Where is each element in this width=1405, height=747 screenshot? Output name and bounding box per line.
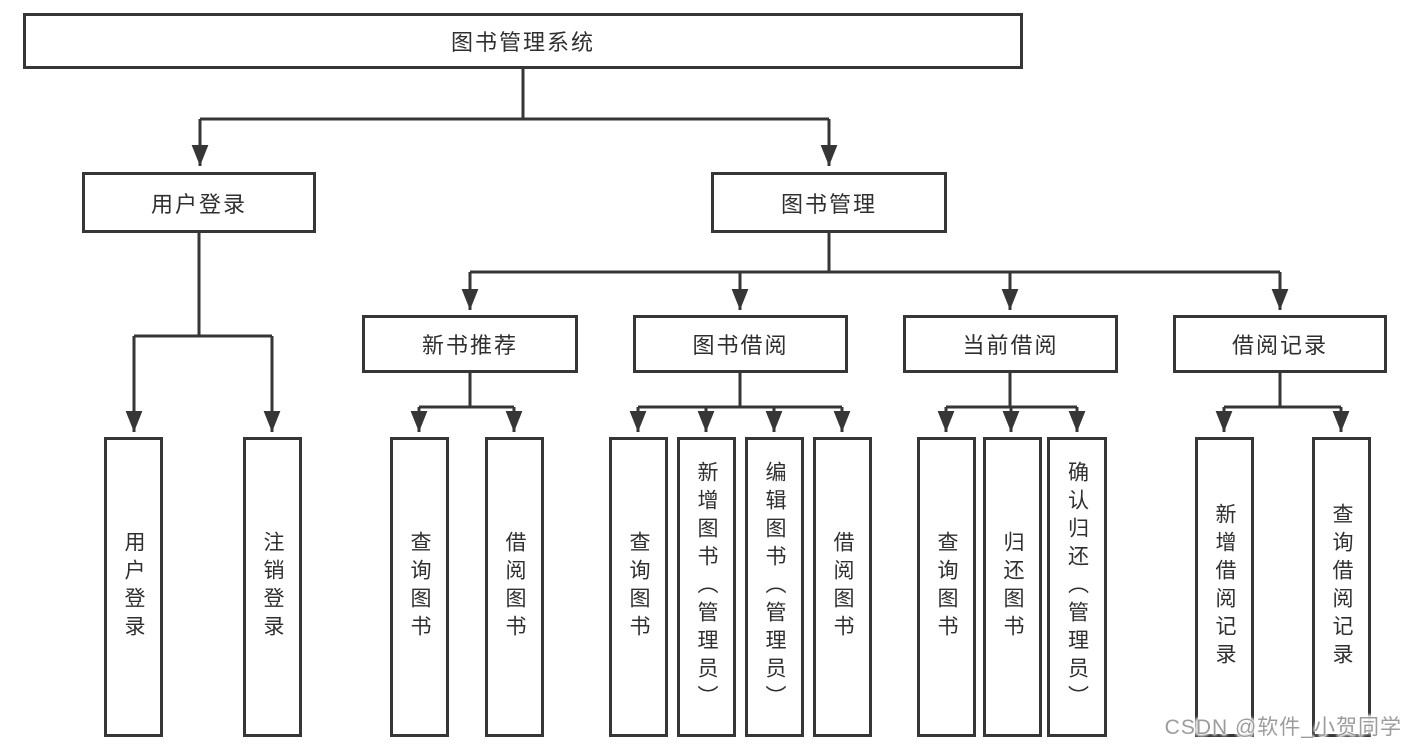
node-leaf-query-books-borrowing: 查询图书 — [609, 437, 668, 737]
node-book-borrowing: 图书借阅 — [633, 315, 848, 373]
node-label: 归还图书 — [1001, 531, 1024, 643]
node-label: 新增借阅记录 — [1213, 503, 1236, 671]
node-leaf-edit-books-admin: 编辑图书（管理员） — [745, 437, 804, 737]
node-leaf-query-borrow-record: 查询借阅记录 — [1312, 437, 1371, 737]
node-label: 图书管理系统 — [450, 30, 595, 55]
node-label: 查询图书 — [935, 531, 958, 643]
node-leaf-user-login: 用户登录 — [104, 437, 163, 737]
node-leaf-query-books-recommend: 查询图书 — [390, 437, 449, 737]
node-label: 查询图书 — [627, 531, 650, 643]
node-leaf-borrow-books: 借阅图书 — [813, 437, 872, 737]
node-label: 用户登录 — [122, 531, 145, 643]
node-leaf-return-books: 归还图书 — [983, 437, 1042, 737]
node-label: 借阅图书 — [831, 531, 854, 643]
node-label: 查询图书 — [408, 531, 431, 643]
node-label: 图书借阅 — [692, 333, 789, 358]
node-label: 用户登录 — [150, 191, 247, 217]
node-leaf-add-books-admin: 新增图书（管理员） — [677, 437, 736, 737]
node-user-login-branch: 用户登录 — [82, 172, 316, 233]
node-leaf-confirm-return-admin: 确认归还（管理员） — [1047, 437, 1107, 737]
node-label: 图书管理 — [780, 191, 877, 217]
node-label: 注销登录 — [261, 531, 284, 643]
node-borrowing-records: 借阅记录 — [1173, 315, 1387, 373]
node-book-management-branch: 图书管理 — [711, 172, 947, 233]
node-label: 新书推荐 — [421, 333, 518, 358]
watermark: CSDN @软件_小贺同学 — [1164, 716, 1402, 739]
node-leaf-query-books-current: 查询图书 — [917, 437, 976, 737]
node-new-book-recommendation: 新书推荐 — [362, 315, 578, 373]
node-label: 编辑图书（管理员） — [763, 461, 786, 713]
node-label: 借阅记录 — [1231, 333, 1328, 358]
node-root-library-management-system: 图书管理系统 — [23, 13, 1023, 69]
node-label: 借阅图书 — [503, 531, 526, 643]
node-label: 查询借阅记录 — [1330, 503, 1353, 671]
node-current-borrowing: 当前借阅 — [903, 315, 1118, 373]
node-leaf-logout: 注销登录 — [243, 437, 302, 737]
node-label: 当前借阅 — [962, 333, 1059, 358]
node-label: 确认归还（管理员） — [1065, 461, 1089, 713]
node-leaf-add-borrow-record: 新增借阅记录 — [1195, 437, 1254, 737]
node-leaf-borrow-books-recommend: 借阅图书 — [485, 437, 544, 737]
node-label: 新增图书（管理员） — [695, 461, 718, 713]
